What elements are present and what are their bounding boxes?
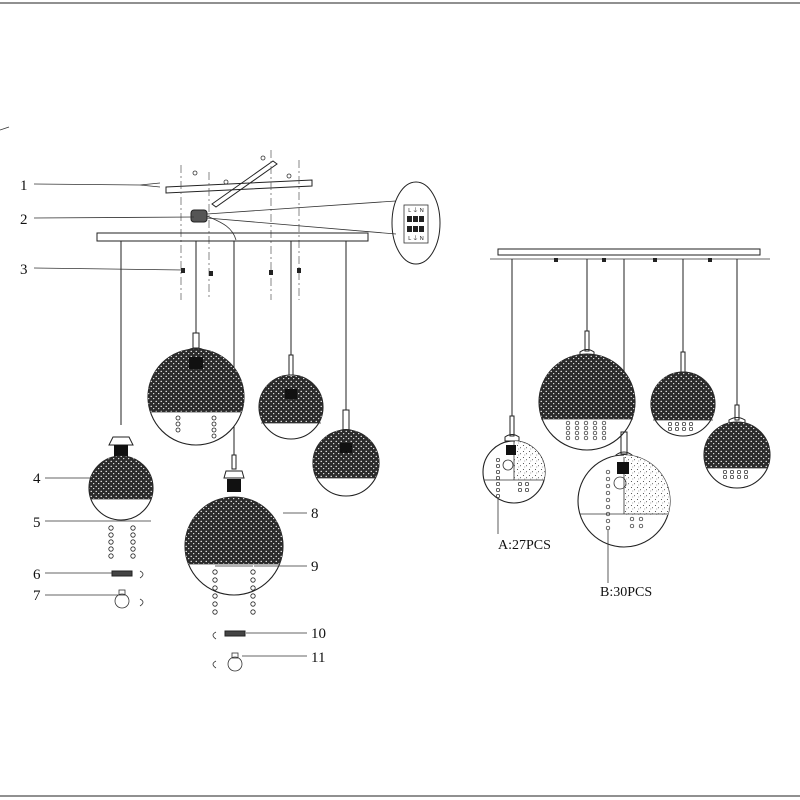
callout-3: 3 — [20, 262, 28, 278]
assembled-canopy — [497, 248, 761, 256]
crystal-count-a: A:27PCS — [498, 538, 551, 553]
crystal-count-b: B:30PCS — [600, 585, 652, 600]
frame-corner-tick — [0, 126, 10, 131]
pendant-small-right — [312, 409, 380, 497]
assembled-pendant-small-right — [703, 404, 771, 489]
pendant-large-left — [147, 332, 245, 446]
exploded-view: L ⏚ N L ⏚ N 1 2 3 4 5 6 7 8 9 10 11 — [20, 150, 441, 672]
assembled-pendant-medium — [650, 351, 716, 437]
connector-terminal-label-bottom: L ⏚ N — [408, 235, 423, 242]
connector-terminal-label-top: L ⏚ N — [408, 207, 423, 214]
socket-ring-6 — [111, 570, 144, 579]
callout-4: 4 — [33, 471, 41, 487]
pendant-exploded-small — [88, 436, 154, 521]
bulb-7 — [114, 589, 144, 609]
connector-detail-bubble: L ⏚ N L ⏚ N — [206, 181, 441, 265]
callout-5: 5 — [33, 515, 41, 531]
callout-8: 8 — [311, 506, 319, 522]
canopy-bar — [96, 232, 369, 242]
mounting-screws — [181, 268, 301, 276]
crystal-strand — [175, 415, 217, 439]
crystal-strands-5 — [108, 525, 136, 559]
assembled-pendant-a-cutaway — [482, 415, 546, 534]
callout-leaders — [33, 182, 307, 657]
pendant-medium-center — [258, 354, 324, 440]
callout-10: 10 — [311, 626, 326, 642]
callout-9: 9 — [311, 559, 319, 575]
callout-11: 11 — [311, 650, 325, 666]
callout-6: 6 — [33, 567, 41, 583]
assembled-pendant-b-cutaway — [577, 431, 671, 583]
callout-7: 7 — [33, 588, 41, 604]
assembled-view: A:27PCS B:30PCS — [482, 248, 771, 600]
socket-ring-10 — [212, 630, 246, 640]
bulb-11 — [212, 652, 243, 672]
wire-connector — [190, 209, 237, 241]
crystal-strands-9 — [212, 565, 256, 615]
callout-1: 1 — [20, 178, 28, 194]
pendant-exploded-large — [184, 454, 284, 596]
callout-2: 2 — [20, 212, 28, 228]
